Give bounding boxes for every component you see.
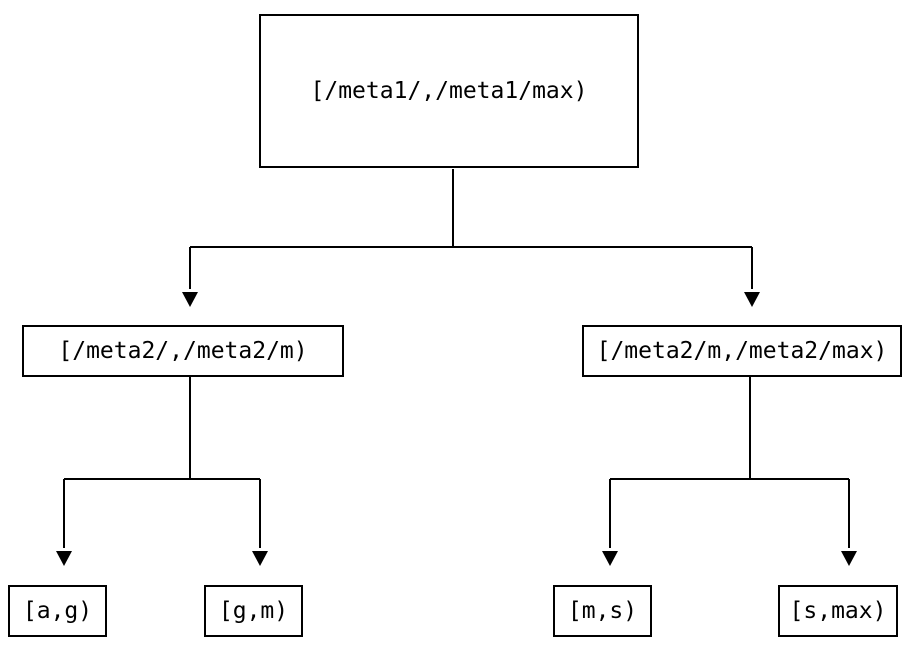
arrowhead-right-mid bbox=[744, 292, 760, 307]
node-right-mid-label: [/meta2/m,/meta2/max) bbox=[596, 337, 888, 364]
arrowhead-left-mid bbox=[182, 292, 198, 307]
node-leaf-ms-label: [m,s) bbox=[567, 597, 638, 624]
node-right-mid: [/meta2/m,/meta2/max) bbox=[582, 325, 902, 377]
arrowhead-leaf-gm bbox=[252, 551, 268, 566]
node-left-mid: [/meta2/,/meta2/m) bbox=[22, 325, 344, 377]
arrowhead-leaf-smax bbox=[841, 551, 857, 566]
node-leaf-ag: [a,g) bbox=[8, 585, 107, 637]
node-leaf-ms: [m,s) bbox=[553, 585, 652, 637]
node-root-label: [/meta1/,/meta1/max) bbox=[310, 77, 588, 104]
arrowhead-leaf-ms bbox=[602, 551, 618, 566]
node-leaf-ag-label: [a,g) bbox=[22, 597, 93, 624]
arrowhead-leaf-ag bbox=[56, 551, 72, 566]
node-leaf-gm: [g,m) bbox=[204, 585, 303, 637]
node-leaf-smax-label: [s,max) bbox=[789, 597, 887, 624]
node-leaf-smax: [s,max) bbox=[778, 585, 898, 637]
node-root: [/meta1/,/meta1/max) bbox=[259, 14, 639, 168]
node-leaf-gm-label: [g,m) bbox=[218, 597, 289, 624]
node-left-mid-label: [/meta2/,/meta2/m) bbox=[58, 337, 308, 364]
